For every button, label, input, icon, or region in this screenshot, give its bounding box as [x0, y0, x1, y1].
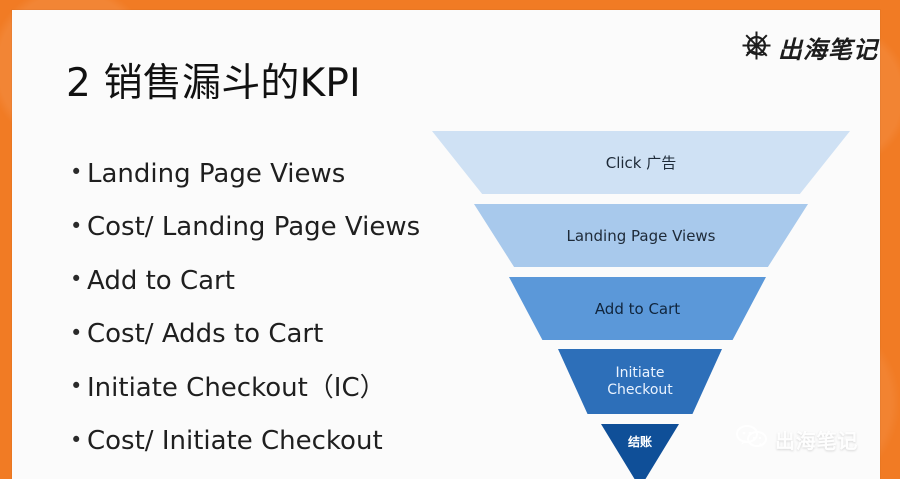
- bullet-icon: •: [70, 320, 83, 345]
- bullet-icon: •: [70, 427, 83, 452]
- funnel-stage-label: Click 广告: [605, 153, 677, 172]
- funnel-stage-label: 结账: [627, 434, 652, 449]
- bullet-icon: •: [70, 267, 83, 292]
- kpi-list-item: • Cost/ Initiate Checkout: [70, 415, 420, 469]
- ship-wheel-icon: [740, 30, 773, 65]
- kpi-label: Cost/ Initiate Checkout: [87, 426, 383, 457]
- brand-logo-top: 出海笔记: [740, 30, 878, 65]
- kpi-label: Landing Page Views: [87, 158, 346, 189]
- kpi-label: Initiate Checkout（IC）: [87, 372, 386, 403]
- bullet-icon: •: [70, 160, 83, 185]
- brand-name-bottom: 出海笔记: [775, 428, 859, 453]
- kpi-list-item: • Initiate Checkout（IC）: [70, 361, 420, 415]
- funnel-stage-landing-page-views: Landing Page Views: [474, 204, 808, 267]
- funnel-stage-add-to-cart: Add to Cart: [509, 277, 766, 340]
- kpi-list-item: • Cost/ Landing Page Views: [70, 201, 420, 255]
- bullet-icon: •: [70, 213, 83, 238]
- sales-funnel-diagram: Click 广告 Landing Page Views Add to Cart …: [432, 131, 852, 479]
- funnel-stage-label: Landing Page Views: [566, 226, 716, 245]
- funnel-stage-label: Initiate Checkout: [607, 364, 673, 398]
- slide-canvas: 2 销售漏斗的KPI 出海笔记 • Landing Page Views: [12, 10, 880, 479]
- wechat-icon: [735, 424, 769, 454]
- kpi-label: Add to Cart: [87, 265, 235, 296]
- funnel-stage-initiate-checkout: Initiate Checkout: [558, 349, 722, 414]
- funnel-stage-label: Add to Cart: [594, 299, 681, 318]
- kpi-list-item: • Cost/ Adds to Cart: [70, 308, 420, 362]
- funnel-stage-click-ad: Click 广告: [432, 131, 850, 194]
- brand-name-top: 出海笔记: [778, 36, 878, 64]
- bullet-icon: •: [70, 374, 83, 399]
- brand-watermark-bottom: 出海笔记: [735, 424, 858, 454]
- kpi-list-item: • Landing Page Views: [70, 147, 420, 201]
- kpi-list: • Landing Page Views • Cost/ Landing Pag…: [70, 147, 420, 468]
- funnel-stage-checkout: 结账: [601, 424, 679, 479]
- page-title: 2 销售漏斗的KPI: [66, 61, 361, 106]
- kpi-label: Cost/ Landing Page Views: [87, 212, 421, 243]
- kpi-list-item: • Add to Cart: [70, 254, 420, 308]
- kpi-label: Cost/ Adds to Cart: [87, 319, 324, 350]
